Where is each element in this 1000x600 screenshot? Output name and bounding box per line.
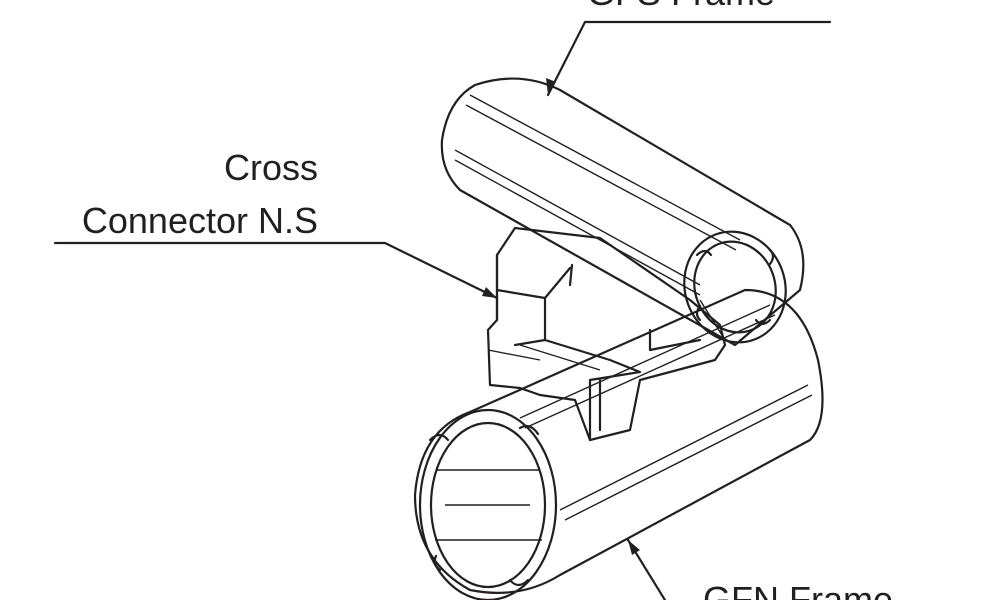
label-connector-ns: Connector N.S bbox=[82, 200, 318, 241]
leader-gfs bbox=[546, 20, 832, 97]
cross-connector bbox=[486, 226, 727, 442]
label-gfs-frame: GFS Frame bbox=[587, 0, 775, 13]
leader-gfn bbox=[626, 538, 667, 600]
label-cross: Cross bbox=[224, 147, 318, 188]
gfs-frame-tube bbox=[440, 77, 805, 347]
label-gfn-frame: GFN Frame bbox=[703, 579, 893, 600]
leader-connector bbox=[53, 241, 499, 300]
